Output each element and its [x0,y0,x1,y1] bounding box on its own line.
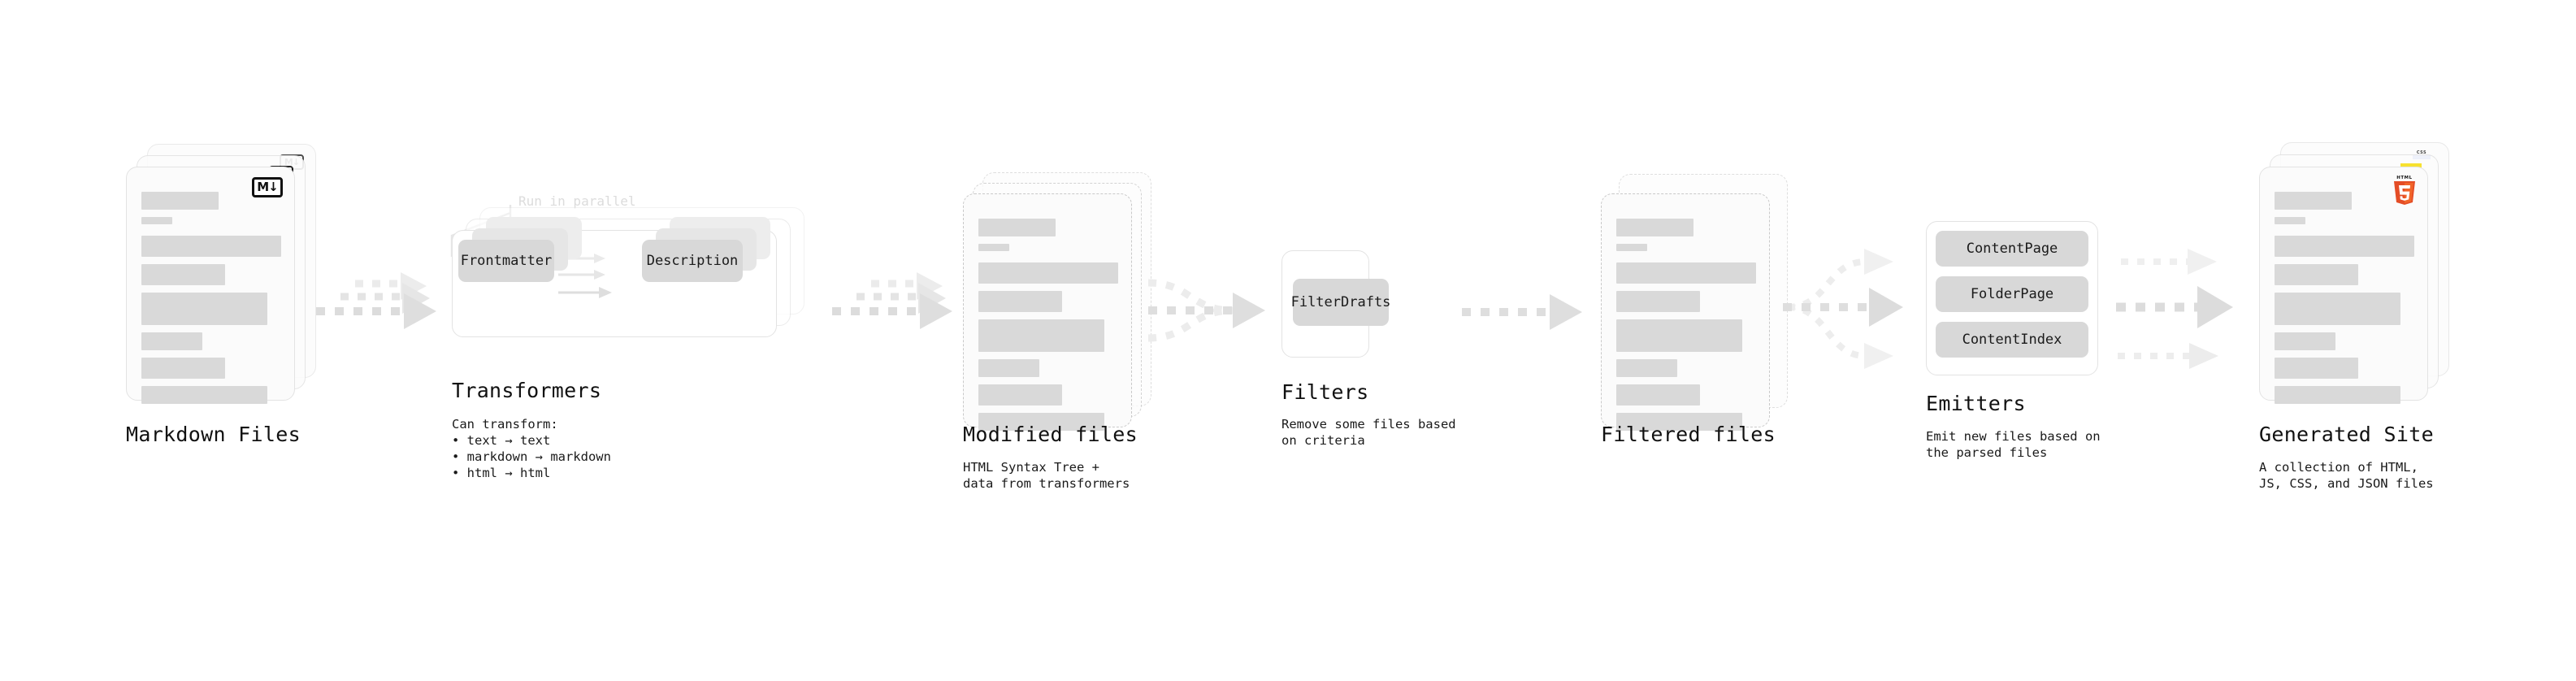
connector-filters-to-filtered [1459,291,1589,340]
content-bar [141,236,281,257]
file-content-lines [978,219,1118,438]
content-bar [2275,332,2335,350]
content-bar [141,386,267,404]
content-bar [978,244,1009,251]
markdown-badge-icon: M↓ [252,177,283,197]
content-bar [978,319,1104,352]
content-bar [978,384,1062,406]
label-filters: Filters [1281,380,1369,404]
label-modified-files: Modified files [963,423,1138,446]
content-bar [1616,262,1756,284]
content-bar [978,413,1104,431]
connector-modified-to-filters [1142,258,1296,364]
content-bar [978,291,1062,312]
connector-filtered-to-emitters [1780,236,1942,382]
transformer-inner-arrows [558,254,612,298]
content-bar [978,262,1118,284]
content-bar [141,358,225,379]
generated-card-front: HTML [2259,167,2428,404]
chip-description[interactable]: Description [642,240,743,282]
content-bar [2275,192,2352,210]
content-bar [2275,293,2400,325]
desc-modified-files: HTML Syntax Tree + data from transformer… [963,460,1130,491]
content-bar [2275,236,2414,257]
content-bar [1616,219,1693,236]
label-markdown-files: Markdown Files [126,423,301,446]
chip-frontmatter[interactable]: Frontmatter [458,240,554,282]
label-generated-site: Generated Site [2259,423,2434,446]
content-bar [2275,217,2305,224]
file-content-lines [2275,192,2414,411]
html5-icon: HTML [2392,174,2418,205]
desc-generated-site: A collection of HTML, JS, CSS, and JSON … [2259,460,2434,491]
content-bar [1616,319,1742,352]
filtered-card-front [1601,193,1770,431]
file-content-lines [141,192,281,411]
content-bar [1616,413,1742,431]
desc-filters: Remove some files based on criteria [1281,417,1456,448]
content-bar [1616,291,1700,312]
connector-emitters-to-site [2113,236,2259,382]
content-bar [141,264,225,285]
content-bar [2275,386,2400,404]
chip-contentpage[interactable]: ContentPage [1936,231,2088,267]
content-bar [978,359,1039,377]
content-bar [141,217,172,224]
content-bar [1616,359,1677,377]
content-bar [2275,358,2358,379]
label-emitters: Emitters [1926,392,2026,415]
content-bar [141,192,219,210]
chip-contentindex[interactable]: ContentIndex [1936,322,2088,358]
content-bar [1616,244,1647,251]
label-transformers: Transformers [452,379,602,402]
content-bar [978,219,1056,236]
markdown-card-front: M↓ [126,167,295,404]
svg-text:HTML: HTML [2396,176,2412,180]
desc-transformers: Can transform: • text → text • markdown … [452,417,611,480]
content-bar [2275,264,2358,285]
desc-emitters: Emit new files based on the parsed files [1926,429,2101,460]
content-bar [141,332,202,350]
modified-card-front [963,193,1132,431]
chip-folderpage[interactable]: FolderPage [1936,276,2088,312]
content-bar [1616,384,1700,406]
content-bar [141,293,267,325]
connector-transformers-to-modified [829,272,959,354]
label-run-in-parallel: Run in parallel [518,193,636,209]
connector-markdown-to-transformers [313,272,443,354]
file-content-lines [1616,219,1756,438]
chip-filterdrafts[interactable]: FilterDrafts [1291,279,1390,326]
label-filtered-files: Filtered files [1601,423,1776,446]
